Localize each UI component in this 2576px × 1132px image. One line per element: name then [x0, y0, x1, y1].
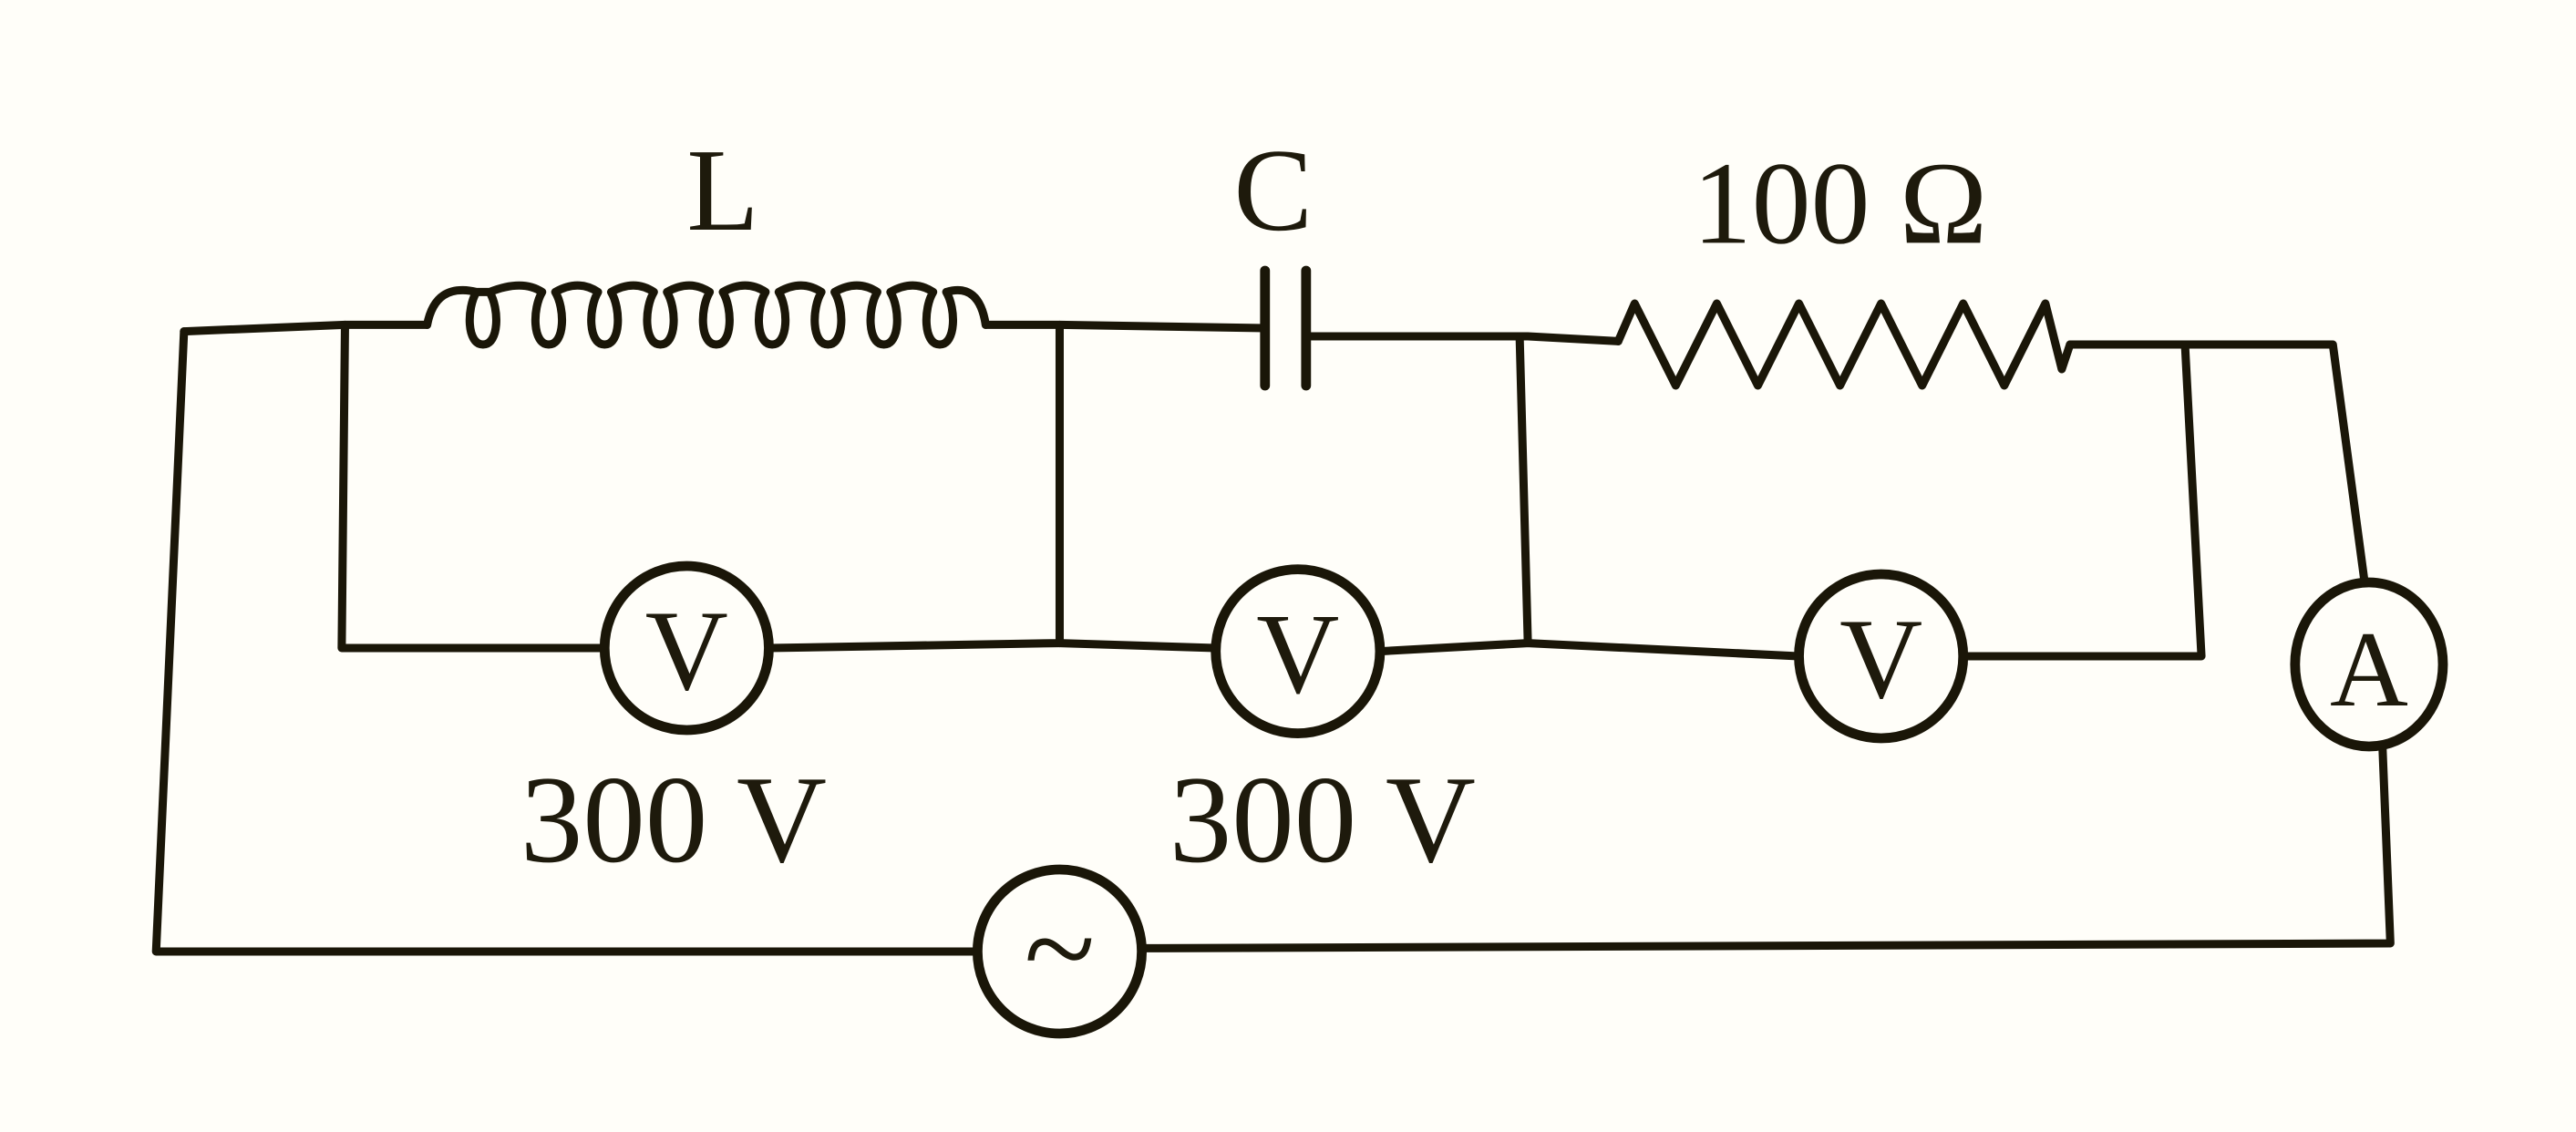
ac-source-symbol: ~ [1024, 877, 1095, 1022]
ammeter-symbol: A [2330, 609, 2408, 729]
voltmeter-symbol: V [1256, 592, 1339, 718]
ammeter: A [2290, 577, 2448, 752]
voltmeter-capacitor-reading: 300 V [1170, 750, 1476, 889]
voltmeter-resistor: V [1794, 569, 1969, 744]
wires [151, 320, 2395, 956]
inductor-symbol [423, 281, 990, 349]
voltmeter-symbol: V [1839, 596, 1922, 723]
capacitor-symbol [1260, 265, 1312, 391]
voltmeter-inductor-reading: 300 V [520, 750, 827, 889]
resistor-symbol [1613, 299, 2075, 390]
voltmeter-symbol: V [645, 588, 728, 715]
resistor-label: 100 Ω [1693, 138, 1988, 269]
voltmeter-capacitor: V [1211, 564, 1386, 738]
voltmeter-inductor: V [599, 561, 774, 736]
ac-source: ~ [972, 864, 1148, 1039]
capacitor-label: C [1234, 125, 1314, 256]
inductor-label: L [686, 125, 758, 256]
